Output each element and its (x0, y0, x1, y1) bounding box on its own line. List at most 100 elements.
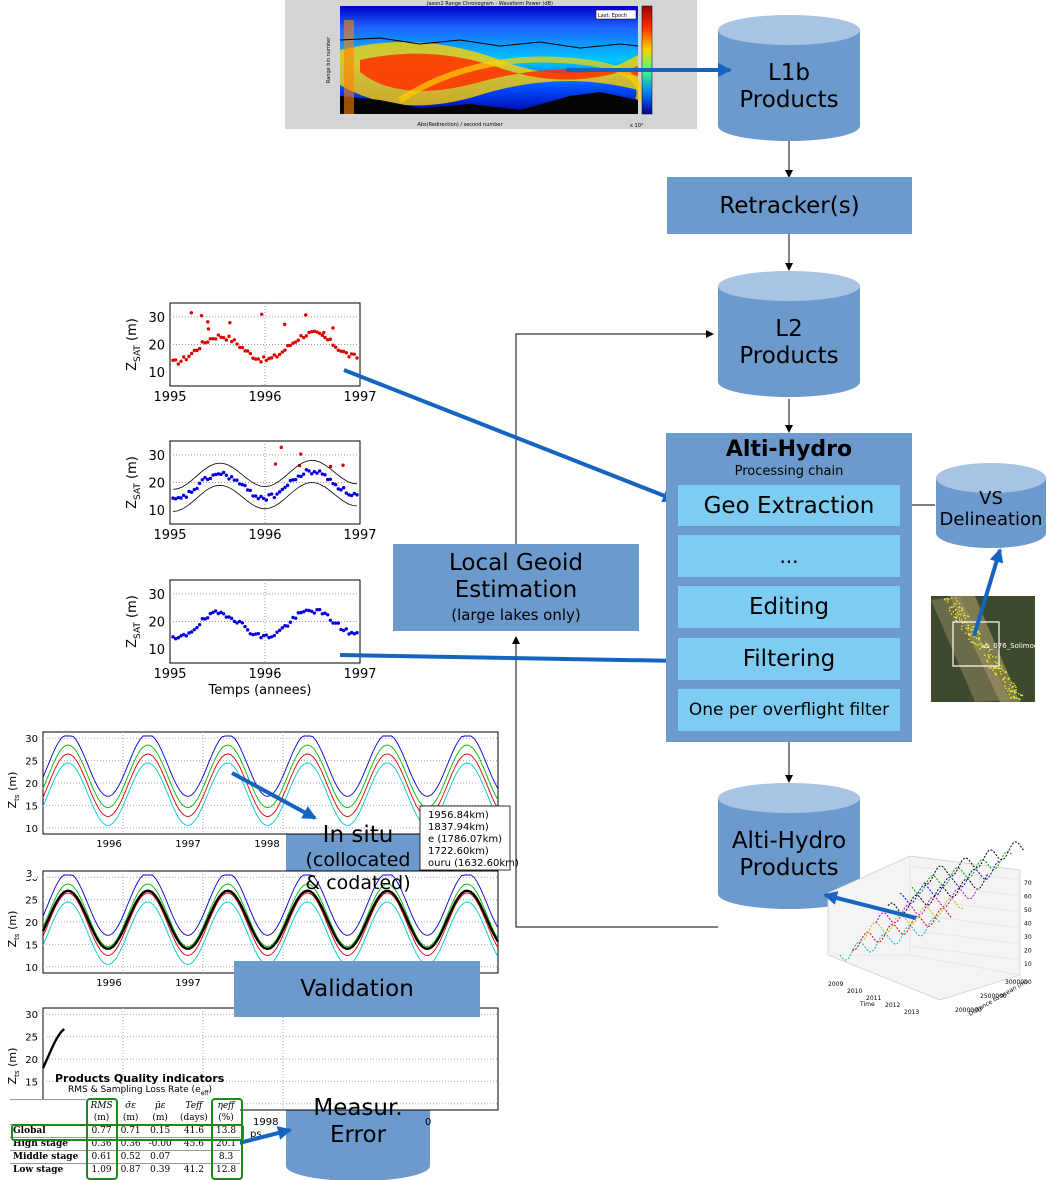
data-point (267, 356, 271, 361)
data-point (251, 494, 255, 498)
qu-0: (m) (93, 1113, 110, 1123)
vs-point (980, 642, 982, 645)
vs-point (959, 613, 962, 616)
vs-point (981, 646, 983, 648)
vs-point (985, 646, 988, 649)
l1b-label: L1b Products (718, 60, 860, 114)
data-point (307, 608, 311, 613)
retracker-label: Retracker(s) (719, 192, 860, 219)
quality-units-row: (m) (m) (m) (days) (%) (10, 1112, 240, 1125)
data-point (259, 494, 263, 499)
vs-point (965, 627, 968, 630)
vs-point (952, 606, 954, 608)
z-tick-label: 70 (1024, 880, 1032, 887)
vs-point (990, 666, 993, 669)
data-point (237, 482, 242, 486)
data-point (331, 343, 335, 347)
data-point (312, 469, 317, 474)
data-point (187, 489, 191, 494)
qh-mu: μ̄ε (154, 1100, 166, 1111)
vs-point (974, 642, 977, 645)
y-axis-label: Zts (m) (6, 772, 21, 809)
data-point (227, 477, 231, 481)
outlier-point (199, 313, 204, 318)
data-point (299, 474, 303, 479)
data-point (229, 339, 234, 344)
outlier-point (282, 322, 287, 327)
data-point (253, 494, 258, 498)
y-tick-label: 30 (148, 588, 165, 603)
vs-point (978, 637, 981, 639)
data-point (344, 351, 349, 355)
quality-header-row: RMS σ̄ε μ̄ε Teff ηeff (10, 1099, 240, 1112)
z-tick-label: 20 (1024, 948, 1032, 955)
vs-point (967, 626, 970, 629)
data-point (248, 632, 253, 636)
y-tick-label: 10 (25, 963, 38, 974)
data-point (341, 486, 346, 490)
data-point (200, 340, 205, 344)
vs-point (950, 597, 953, 599)
vs-point (970, 641, 972, 643)
data-point (264, 633, 269, 637)
vs-map-label: vs_076_Solimoes (982, 642, 1042, 650)
vs-point (1002, 669, 1004, 672)
cell: 0.52 (116, 1150, 145, 1164)
outlier-point (189, 311, 194, 315)
vs-point (950, 606, 953, 608)
data-point (181, 355, 186, 359)
vs-point (1011, 690, 1014, 692)
vs-point (994, 667, 996, 669)
step-geo-extraction-label: Geo Extraction (703, 492, 875, 519)
cell: 0.07 (144, 1150, 176, 1164)
data-point (221, 612, 226, 616)
data-point (283, 485, 287, 490)
data-point (264, 358, 269, 363)
qu-3: (days) (179, 1113, 208, 1123)
vs-map-image: vs_076_Solimoes (931, 596, 1042, 702)
data-point (355, 356, 359, 360)
vs-point (992, 669, 994, 672)
vs-point (997, 667, 999, 670)
data-point (328, 337, 333, 341)
insitu-label: In situ (collocated & codated) (286, 822, 430, 894)
y-tick-label: 25 (25, 1033, 38, 1044)
x-tick-label: 1995 (153, 528, 186, 543)
x-tick-label: 1996 (248, 667, 281, 682)
vs-point (984, 643, 987, 646)
validation-box: Validation (234, 961, 480, 1017)
data-point (235, 478, 239, 482)
quality-subtitle: RMS & Sampling Loss Rate (eeff) (68, 1085, 212, 1097)
data-point (269, 635, 274, 639)
vs-point (1002, 678, 1005, 681)
validation-label: Validation (300, 976, 414, 1002)
y-tick-label: 15 (25, 940, 38, 951)
vs-point (992, 667, 995, 669)
x-tick-label: 1997 (343, 390, 376, 405)
data-point (184, 495, 189, 499)
vs-point (964, 617, 967, 619)
data-point (317, 469, 322, 473)
outlier-point (328, 464, 333, 469)
data-point (304, 334, 309, 338)
data-point (195, 625, 199, 630)
data-point (227, 334, 231, 339)
waveform-legend: Last: Epoch (598, 13, 627, 19)
vs-point (958, 606, 961, 608)
vs-point (988, 667, 991, 669)
data-point (187, 631, 191, 635)
waveform-xlabel: Abs(Redirection) / second number (417, 122, 503, 128)
plot3d-series (923, 841, 1025, 885)
cell: 0.39 (144, 1163, 176, 1176)
vs-point (1010, 689, 1012, 692)
vs-point (995, 656, 997, 658)
vs-point (969, 634, 972, 636)
data-point (256, 496, 261, 501)
vs-point (947, 598, 950, 601)
vs-point (952, 610, 955, 613)
vs-point (1013, 690, 1016, 693)
vs-point (958, 602, 961, 605)
series-line (42, 892, 499, 957)
data-point (312, 611, 317, 615)
y-tick-label: 30 (148, 449, 165, 464)
